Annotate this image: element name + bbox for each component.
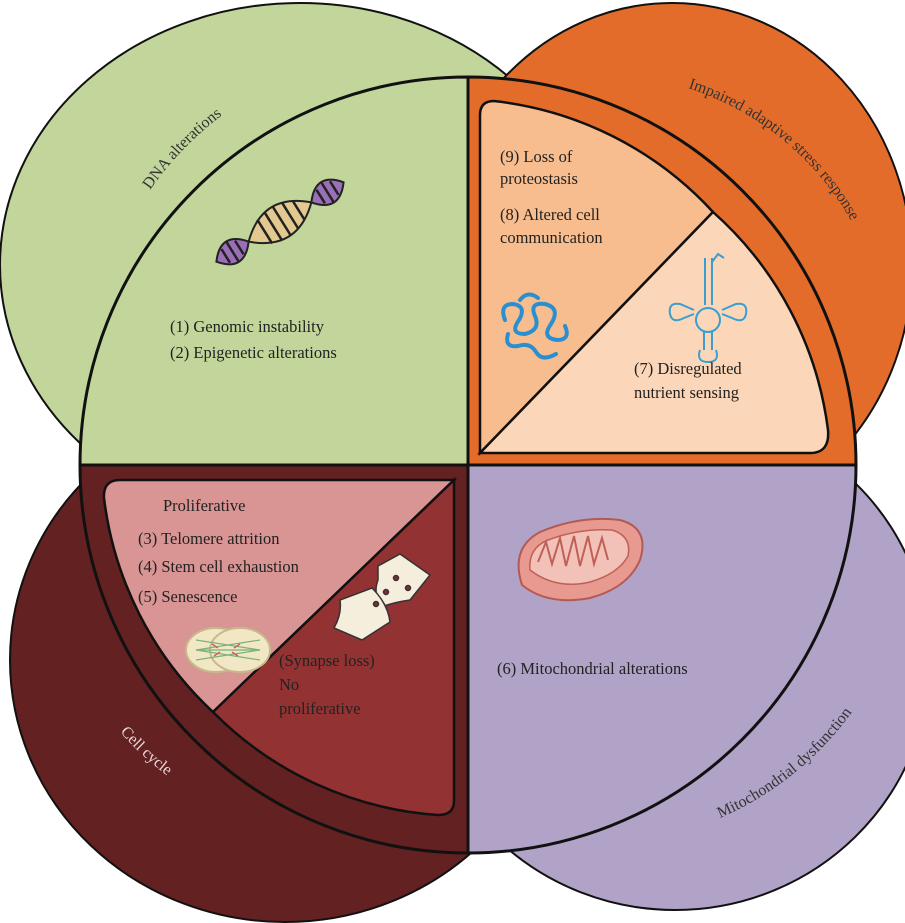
label-proliferative: Proliferative [163, 496, 245, 515]
mitochondrion-icon [517, 517, 644, 602]
label-no-proliferative: proliferative [279, 699, 361, 718]
label-synapse-loss: (Synapse loss) [279, 651, 375, 670]
label-loss-of-proteostasis-1: (9) Loss of [500, 147, 573, 166]
label-senescence: (5) Senescence [138, 587, 237, 606]
mitotic-cell-icon [185, 627, 271, 673]
label-stem-cell-exhaustion: (4) Stem cell exhaustion [138, 557, 299, 576]
label-altered-cell-communication-2: communication [500, 228, 603, 247]
stress-inner-peach [478, 99, 715, 457]
synapse-icon [332, 553, 432, 641]
stress-inner-light [477, 210, 830, 455]
label-loss-of-proteostasis-2: proteostasis [500, 169, 578, 188]
label-genomic-instability: (1) Genomic instability [170, 317, 325, 336]
label-disregulated-nutrient-sensing-1: (7) Disregulated [634, 359, 742, 378]
dna-icon [215, 178, 345, 266]
protein-coil-icon [501, 292, 569, 360]
label-mitochondrial-alterations: (6) Mitochondrial alterations [497, 659, 688, 678]
label-altered-cell-communication-1: (8) Altered cell [500, 205, 600, 224]
label-disregulated-nutrient-sensing-2: nutrient sensing [634, 383, 739, 402]
label-telomere-attrition: (3) Telomere attrition [138, 529, 280, 548]
label-no: No [279, 675, 299, 694]
trna-icon [668, 252, 748, 364]
quadrant-dna [78, 75, 470, 467]
label-epigenetic-alterations: (2) Epigenetic alterations [170, 343, 337, 362]
